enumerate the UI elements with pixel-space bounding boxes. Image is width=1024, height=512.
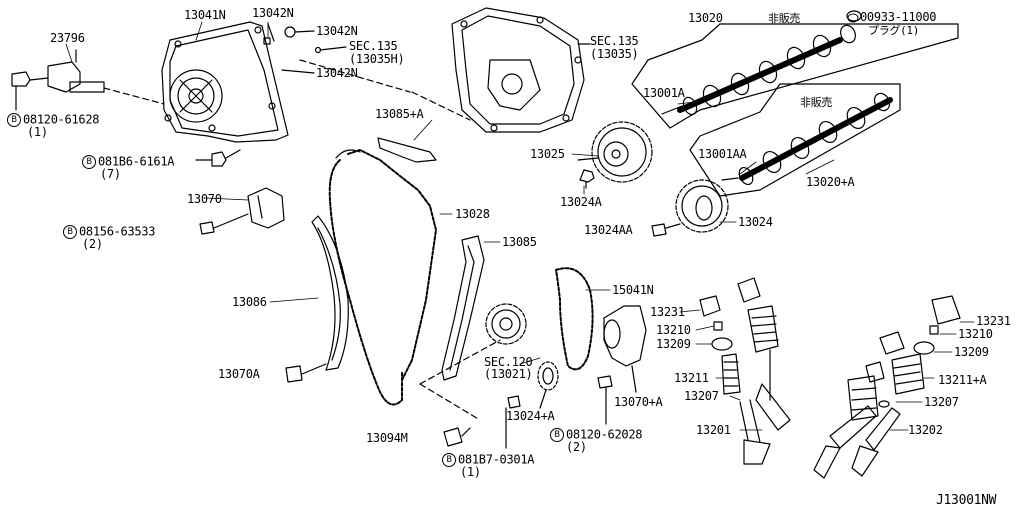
label-sec135-sub: (13035) <box>590 47 639 61</box>
label-13001AA: 13001AA <box>698 147 747 161</box>
bolt-081B6-drawing <box>195 149 241 167</box>
camshaft-13020-drawing <box>661 10 862 116</box>
bolt-13070A-drawing <box>285 363 327 383</box>
label-13231-left: 13231 <box>650 305 685 319</box>
label-13210-right: 13210 <box>958 327 993 341</box>
slack-guide-13086-drawing <box>311 215 349 371</box>
label-13202: 13202 <box>908 423 943 437</box>
label-13020A: 13020+A <box>806 175 855 189</box>
sprocket-13024A-plus-drawing <box>537 361 559 409</box>
label-13201: 13201 <box>696 423 731 437</box>
bolt-marker-icon: B <box>550 428 564 442</box>
label-13020: 13020 <box>688 11 723 25</box>
label-13086: 13086 <box>232 295 267 309</box>
label-13207-right: 13207 <box>924 395 959 409</box>
label-13024AA: 13024AA <box>584 223 633 237</box>
bolt-13094M-drawing <box>443 427 471 447</box>
label-13085A: 13085+A <box>375 107 424 121</box>
label-13211A: 13211+A <box>938 373 987 387</box>
diagram-code: J13001NW <box>936 493 997 508</box>
label-13028: 13028 <box>455 207 490 221</box>
bolt-marker-icon: B <box>63 225 77 239</box>
oil-pump-chain-15041N-drawing <box>555 267 594 371</box>
label-sec120-sub: (13021) <box>484 367 533 381</box>
bolt-marker-icon: B <box>442 453 456 467</box>
label-13207-left: 13207 <box>684 389 719 403</box>
cover-plugs-drawing <box>263 23 347 74</box>
label-13070A: 13070A <box>218 367 260 381</box>
label-13070-plus-A: 13070+A <box>614 395 663 409</box>
label-13024A: 13024A <box>560 195 602 209</box>
label-13210-left: 13210 <box>656 323 691 337</box>
label-13231-right: 13231 <box>976 314 1011 328</box>
label-bolt-08156-63533-qty: (2) <box>82 237 103 251</box>
valve-train-right-drawing <box>813 295 961 479</box>
label-sec135: SEC.135 <box>590 34 639 48</box>
front-cover-drawing <box>161 21 289 143</box>
leader-lines <box>65 21 975 431</box>
tension-guide-13085-drawing <box>441 235 485 381</box>
label-bolt-08120-62028-qty: (2) <box>566 440 587 454</box>
bolt-marker-icon: B <box>82 155 96 169</box>
camshaft-13020A-drawing <box>721 92 893 186</box>
label-13024: 13024 <box>738 215 773 229</box>
label-13025: 13025 <box>530 147 565 161</box>
label-15041N: 15041N <box>612 283 654 297</box>
label-13001A: 13001A <box>643 86 685 100</box>
label-sec120: SEC.120 <box>484 355 533 369</box>
label-not-for-sale-1: 非販売 <box>768 12 801 25</box>
label-00933-11000: 00933-11000 <box>846 11 936 24</box>
camshaft-13020-box <box>631 23 959 129</box>
plug-icon <box>847 13 859 22</box>
label-13070: 13070 <box>187 192 222 206</box>
label-plug-qty: プラグ(1) <box>868 24 920 37</box>
cylinder-head-drawing <box>299 7 591 133</box>
valve-train-left-drawing <box>699 277 791 465</box>
label-13209-left: 13209 <box>656 337 691 351</box>
label-sec135h-sub: (13035H) <box>349 52 405 66</box>
bolt-marker-icon: B <box>7 113 21 127</box>
label-13042N-a: 13042N <box>252 6 294 20</box>
timing-chain-13028-drawing <box>328 149 437 406</box>
label-13209-right: 13209 <box>954 345 989 359</box>
chain-guide-13085A-drawing <box>377 137 437 163</box>
label-13085: 13085 <box>502 235 537 249</box>
camshaft-13020A-box <box>689 83 901 197</box>
label-13024A-plus: 13024+A <box>506 409 555 423</box>
label-sec135h: SEC.135 <box>349 39 398 53</box>
label-13042N-b: 13042N <box>316 24 358 38</box>
label-not-for-sale-2: 非販売 <box>800 96 833 109</box>
label-13211-left: 13211 <box>674 371 709 385</box>
crank-sprocket-drawing <box>419 303 527 421</box>
label-bolt-08120-61628-qty: (1) <box>27 125 48 139</box>
cam-sprocket-13025-drawing <box>577 121 653 189</box>
cam-sprocket-13024-drawing <box>651 179 729 237</box>
tensioner-13070-drawing <box>199 187 285 235</box>
tensioner-13070A-plus-drawing <box>597 305 647 425</box>
label-13041N: 13041N <box>184 8 226 22</box>
label-bolt-081B6-6161A-qty: (7) <box>100 167 121 181</box>
label-bolt-081B7-0301A-qty: (1) <box>460 465 481 479</box>
tensioner-23796-drawing <box>11 49 165 111</box>
bolt-081B7-drawing <box>505 395 521 449</box>
label-13094M: 13094M <box>366 431 408 445</box>
label-13042N-c: 13042N <box>316 66 358 80</box>
label-23796: 23796 <box>50 31 85 45</box>
